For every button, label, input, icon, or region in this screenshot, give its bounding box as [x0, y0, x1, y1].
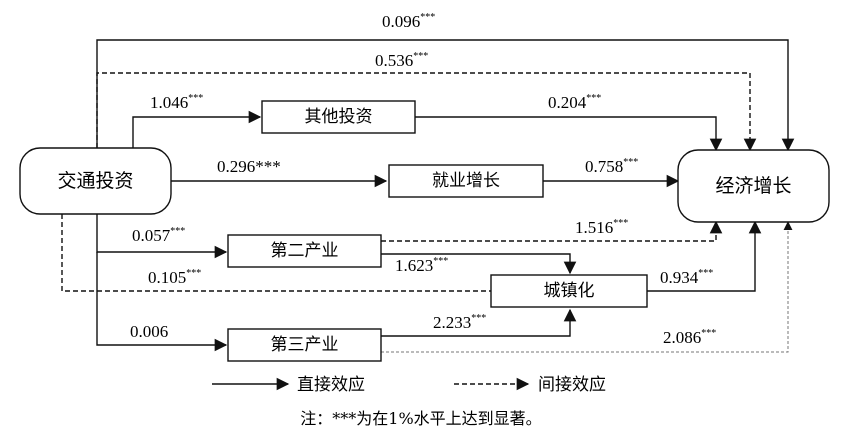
- node-other-investment-box: [261, 100, 416, 134]
- node-employment-growth-box: [388, 164, 544, 198]
- coef-secondary-to-growth: 1.516***: [575, 218, 628, 237]
- coef-top-indirect: 0.536***: [375, 51, 428, 70]
- coef-tertiary-to-growth: 2.086***: [663, 328, 716, 347]
- edge-to-tertiary: [96, 252, 228, 352]
- significance-note: 注：***为在1%水平上达到显著。: [300, 409, 541, 428]
- node-tertiary-industry: 第三产业: [271, 335, 339, 355]
- coef-transport-to-urbanization: 0.105***: [148, 268, 201, 287]
- node-secondary-industry: 第二产业: [271, 241, 339, 261]
- coef-urbanization-to-growth: 0.934***: [660, 268, 713, 287]
- node-transport-investment: 交通投资: [57, 170, 133, 192]
- node-economic-growth: 经济增长: [715, 175, 791, 197]
- edge-transport-to-urbanization: [61, 214, 491, 292]
- coef-secondary-to-urbanization: 1.623***: [395, 256, 448, 275]
- coef-to-employment: 0.296***: [217, 157, 281, 176]
- node-urbanization-box: [490, 274, 648, 308]
- edge-secondary-to-growth: [381, 220, 723, 242]
- edge-other-to-growth: [415, 116, 723, 152]
- coef-tertiary-to-urbanization: 2.233***: [433, 313, 486, 332]
- node-secondary-industry-box: [227, 234, 382, 268]
- edge-to-other-investment: [132, 110, 262, 148]
- legend: 直接效应 间接效应: [212, 375, 606, 395]
- edge-top-indirect: [96, 72, 757, 152]
- edge-tertiary-to-urbanization: [381, 308, 577, 337]
- node-urbanization: 城镇化: [544, 281, 595, 301]
- edge-urbanization-to-growth: [647, 220, 762, 292]
- node-other-investment: 其他投资: [305, 107, 373, 127]
- coef-top-direct: 0.096***: [382, 12, 435, 31]
- node-economic-growth-box: [677, 149, 830, 223]
- legend-indirect-label: 间接效应: [538, 375, 606, 395]
- coef-to-tertiary: 0.006: [130, 322, 168, 341]
- edge-top-direct: [96, 39, 795, 152]
- coef-to-other-investment: 1.046***: [150, 93, 203, 112]
- node-transport-investment-box: [19, 147, 172, 215]
- node-tertiary-industry-box: [227, 328, 382, 362]
- legend-direct-label: 直接效应: [297, 375, 365, 395]
- edge-tertiary-to-growth: [381, 221, 793, 353]
- coef-to-secondary: 0.057***: [132, 226, 185, 245]
- node-employment-growth: 就业增长: [432, 171, 500, 191]
- edge-secondary-to-urbanization: [381, 253, 577, 275]
- coef-employment-to-growth: 0.758***: [585, 157, 638, 176]
- coef-other-to-growth: 0.204***: [548, 93, 601, 112]
